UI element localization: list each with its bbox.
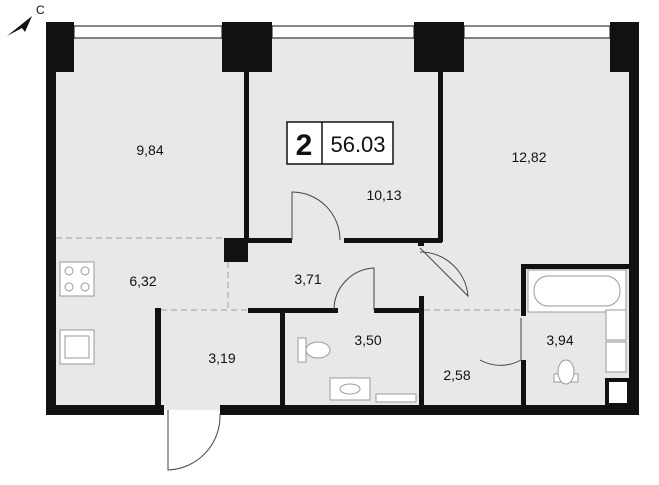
area-closet: 3,19 — [208, 350, 235, 366]
washbasin-bowl — [339, 383, 361, 395]
wall-bath-right — [419, 296, 424, 410]
column-top-right — [610, 22, 639, 72]
column-top-mid-right — [414, 22, 464, 72]
rooms-count: 2 — [296, 129, 313, 162]
burner-icon — [80, 282, 90, 292]
floor-area — [50, 30, 638, 410]
wall-hall-bottom-b — [374, 308, 424, 313]
door-right-swing — [419, 247, 469, 298]
exterior-walls — [46, 22, 639, 415]
door-middle-swing — [291, 191, 341, 241]
area-corridor: 2,58 — [443, 367, 470, 383]
burner-icon — [80, 266, 90, 276]
interior-walls — [155, 70, 633, 410]
wc-sink-a — [605, 309, 627, 341]
wall-bottom-right — [220, 405, 639, 415]
area-bathroom: 3,50 — [354, 332, 381, 348]
doors — [167, 191, 522, 471]
wall-middle-bottom-left — [244, 238, 292, 243]
wall-wc-left-upper — [521, 264, 526, 316]
wall-left — [46, 26, 56, 415]
washing-machine — [375, 393, 417, 403]
wall-closet-top — [155, 308, 161, 410]
toilet-bowl — [305, 341, 331, 359]
area-bedroom-right: 12,82 — [511, 149, 546, 165]
wall-hall-bottom-a — [248, 308, 338, 313]
windows — [73, 25, 611, 39]
wall-wc-top — [521, 264, 633, 269]
wc-toilet-bowl — [557, 359, 575, 385]
window-middle — [271, 25, 415, 39]
column-top-left — [46, 22, 74, 72]
wall-closet-right — [280, 308, 285, 408]
apartment-summary: 2 56.03 — [286, 121, 394, 165]
wall-partition-b — [438, 70, 443, 242]
area-kitchen: 6,32 — [129, 273, 156, 289]
wall-right — [629, 26, 639, 415]
zone-boundaries — [56, 237, 521, 311]
kitchen-fixtures — [59, 261, 95, 365]
toilet-tank — [297, 337, 307, 363]
area-wc: 3,94 — [546, 332, 573, 348]
summary-box — [286, 121, 394, 165]
burner-icon — [64, 266, 74, 276]
door-wc-swing — [479, 318, 522, 366]
wc-sink-b — [605, 341, 627, 373]
window-left — [73, 25, 223, 39]
door-bath-swing — [333, 267, 375, 311]
north-label: С — [36, 3, 45, 17]
column-top-mid-left — [222, 22, 272, 72]
stove — [59, 261, 95, 297]
entrance-door-swing — [167, 410, 221, 471]
area-middle-room: 10,13 — [366, 187, 401, 203]
area-hallway: 3,71 — [294, 271, 321, 287]
ventilation-shaft — [605, 378, 631, 407]
bathtub-inner — [533, 275, 621, 307]
wall-partition-a — [244, 70, 249, 240]
kitchen-sink-bowl — [64, 335, 90, 359]
wall-right-bottom — [418, 240, 424, 246]
total-area: 56.03 — [330, 132, 385, 157]
burner-icon — [64, 282, 74, 292]
area-bedroom-left: 9,84 — [136, 142, 163, 158]
room-labels: 9,84 10,13 12,82 6,32 3,71 3,19 3,50 2,5… — [129, 142, 573, 383]
north-arrow-icon — [7, 16, 32, 36]
bath-fixtures — [297, 269, 627, 403]
wall-wc-left-lower — [521, 360, 526, 410]
window-right — [463, 25, 611, 39]
wall-middle-bottom-right — [344, 238, 442, 243]
north-compass: С — [7, 3, 45, 36]
wall-bottom-left — [46, 405, 164, 415]
